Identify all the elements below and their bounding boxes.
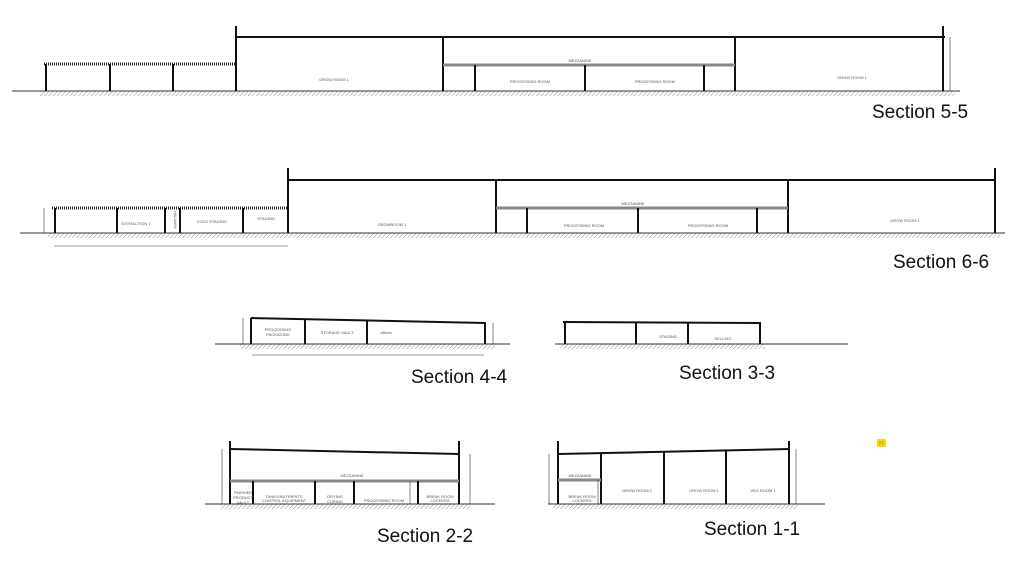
room-label: VAULT	[237, 500, 250, 505]
room-label: DRYING	[327, 494, 342, 499]
room-label: TANKS/NUTRIENTS	[265, 494, 302, 499]
room-label: GROW ROOM 1	[837, 75, 868, 80]
room-label: VEG ROOM 1	[750, 488, 776, 493]
room-label: PROCESSING	[265, 327, 292, 332]
room-label: PACKAGING	[266, 332, 290, 337]
room-label: SELLING	[715, 336, 732, 341]
room-label: CURING	[327, 499, 343, 504]
room-label: MEZZANINE	[340, 473, 363, 478]
room-label: GROW ROOM 1	[890, 218, 921, 223]
room-label: MEZZANINE	[568, 473, 591, 478]
room-label: GROW ROOM 1	[689, 488, 720, 493]
section-3-3: STAGING SELLING Section 3-3	[555, 321, 848, 384]
room-label: GROWROOM 1	[378, 222, 407, 227]
section-title: Section 5-5	[872, 102, 968, 123]
room-label: offices	[380, 330, 392, 335]
room-label: PROCESSING ROOM	[688, 223, 728, 228]
room-label: CONTROL EQUIPMENT	[262, 498, 307, 503]
room-label: PROCESSING ROOM	[564, 223, 604, 228]
room-label: PROCESSING ROOM	[510, 79, 550, 84]
section-6-6: EXTRACTION 1 HALLWAY COLD STAGING STAGIN…	[20, 168, 1005, 273]
room-label: GROW ROOM 2	[622, 488, 653, 493]
room-label: HALLWAY	[173, 211, 178, 230]
room-label: BREAK ROOM	[426, 494, 453, 499]
section-2-2: MEZZANINE FINISHED PRODUCT VAULT TANKS/N…	[205, 441, 495, 547]
room-label: FINISHED	[234, 490, 253, 495]
room-label: LOCKERS	[572, 498, 591, 503]
section-5-5: GROW ROOM 1 MEZZANINE PROCESSING ROOM PR…	[12, 26, 968, 123]
room-label: STAGING	[257, 216, 275, 221]
room-label: PROCESSING ROOM	[635, 79, 675, 84]
room-label: MEZZANINE	[621, 201, 644, 206]
section-title: Section 1-1	[704, 519, 800, 540]
room-label: MEZZANINE	[568, 58, 591, 63]
section-1-1: MEZZANINE BREAK ROOM LOCKERS GROW ROOM 2…	[548, 441, 825, 540]
section-title: Section 6-6	[893, 252, 989, 273]
section-title: Section 3-3	[679, 363, 775, 384]
room-label: BREAK ROOM	[568, 494, 595, 499]
room-label: COLD STAGING	[197, 219, 227, 224]
section-4-4: PROCESSING PACKAGING STORAGE VAULT offic…	[215, 317, 510, 388]
room-label: PRODUCT	[233, 495, 253, 500]
section-title: Section 2-2	[377, 526, 473, 547]
sticky-note-icon[interactable]	[877, 439, 886, 447]
room-label: LOCKERS	[430, 498, 449, 503]
room-label: GROW ROOM 1	[319, 77, 350, 82]
room-label: STORAGE VAULT	[321, 330, 354, 335]
section-title: Section 4-4	[411, 367, 508, 388]
room-label: EXTRACTION 1	[121, 221, 151, 226]
room-label: PROCESSING ROOM	[364, 498, 404, 503]
room-label: STAGING	[659, 334, 677, 339]
